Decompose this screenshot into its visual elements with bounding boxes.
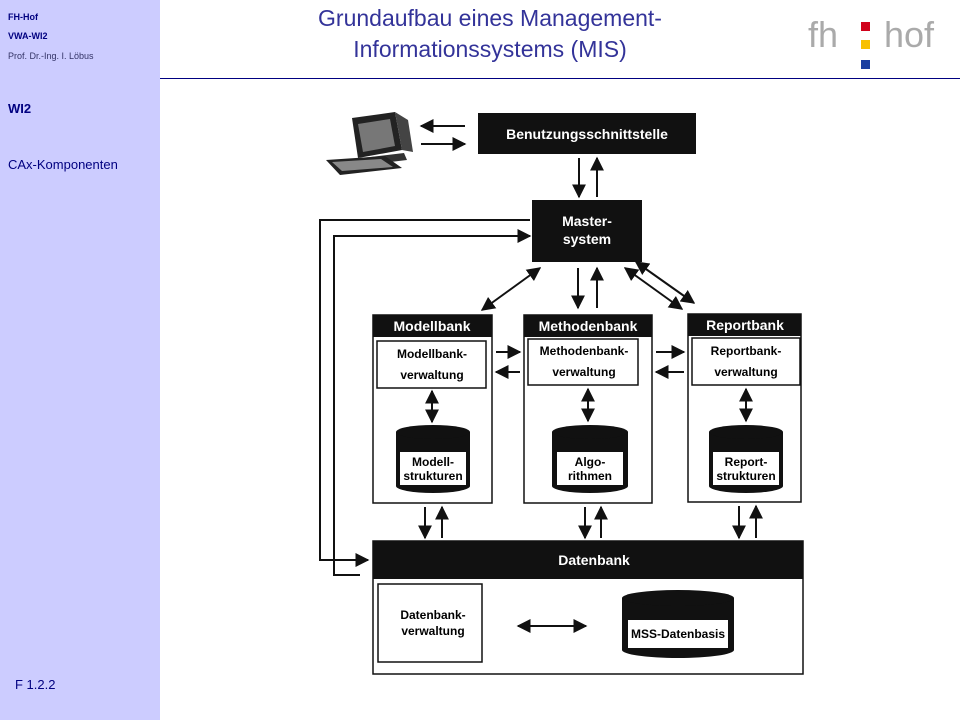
modellbank-title: Modellbank	[393, 318, 470, 334]
nav-item-wi2[interactable]: WI2	[8, 101, 32, 116]
logo-yellow-square	[861, 40, 870, 49]
methodenbank-manager-line-2: verwaltung	[552, 365, 615, 379]
nav-item-cax-komponenten[interactable]: CAx-Komponenten	[8, 157, 118, 172]
arrow-master-to-database	[319, 219, 530, 567]
sidebar: FH-Hof VWA-WI2 Prof. Dr.-Ing. I. Löbus W…	[0, 0, 160, 720]
arrow-master-modellbank	[480, 267, 542, 311]
modellbank-manager-line-1: Modellbank-	[397, 347, 467, 361]
arrow-master-reportbank-2	[634, 261, 696, 304]
user-interface-label: Benutzungsschnittstelle	[506, 126, 668, 142]
course-name: VWA-WI2	[8, 31, 48, 41]
modellbank-store-line-1: Modell-	[412, 455, 454, 469]
author-name: Prof. Dr.-Ing. I. Löbus	[8, 51, 94, 61]
page-title-line-2: Informationssystems (MIS)	[353, 36, 627, 62]
database-cylinder-icon	[552, 425, 628, 493]
reportbank-title: Reportbank	[706, 317, 784, 333]
master-system-box: Master- system	[532, 200, 642, 262]
methodenbank-store-line-1: Algo-	[575, 455, 606, 469]
database-manager-line-1: Datenbank-	[400, 608, 465, 622]
methodenbank-store-line-2: rithmen	[568, 469, 612, 483]
mis-architecture-diagram: Benutzungsschnittstelle Master- system M…	[319, 112, 804, 675]
reportbank-manager-line-2: verwaltung	[714, 365, 777, 379]
database-box: Datenbank Datenbank- verwaltung MSS-Date…	[372, 540, 804, 675]
logo-text-fh: fh	[808, 14, 839, 55]
arrow-database-to-master	[333, 229, 532, 576]
header-divider	[160, 78, 960, 79]
methodenbank-box: Methodenbank Methodenbank- verwaltung Al…	[523, 314, 653, 504]
logo-text-hof: hof	[884, 14, 935, 55]
modellbank-store-line-2: strukturen	[403, 469, 462, 483]
database-cylinder-icon	[622, 590, 734, 658]
database-manager-line-2: verwaltung	[401, 624, 464, 638]
methodenbank-title: Methodenbank	[539, 318, 638, 334]
slide-number: F 1.2.2	[15, 677, 56, 692]
reportbank-store-line-1: Report-	[725, 455, 768, 469]
modellbank-box: Modellbank Modellbank- verwaltung Modell…	[372, 314, 493, 504]
methodenbank-manager-line-1: Methodenbank-	[540, 344, 629, 358]
page-title: Grundaufbau eines Management- Informatio…	[160, 3, 820, 65]
database-title: Datenbank	[558, 552, 630, 568]
computer-terminal-icon	[326, 112, 413, 175]
reportbank-store-line-2: strukturen	[716, 469, 775, 483]
database-cylinder-icon	[396, 425, 470, 493]
reportbank-box: Reportbank Reportbank- verwaltung Report…	[687, 313, 802, 503]
database-store-label: MSS-Datenbasis	[631, 627, 725, 641]
reportbank-manager-line-1: Reportbank-	[711, 344, 782, 358]
logo-red-square	[861, 22, 870, 31]
org-name: FH-Hof	[8, 12, 38, 22]
page-title-line-1: Grundaufbau eines Management-	[318, 5, 662, 31]
logo-blue-square	[861, 60, 870, 69]
database-cylinder-icon	[709, 425, 783, 493]
master-system-label-line-1: Master-	[562, 213, 612, 229]
user-interface-box: Benutzungsschnittstelle	[478, 113, 696, 154]
modellbank-manager-line-2: verwaltung	[400, 368, 463, 382]
master-system-label-line-2: system	[563, 231, 611, 247]
